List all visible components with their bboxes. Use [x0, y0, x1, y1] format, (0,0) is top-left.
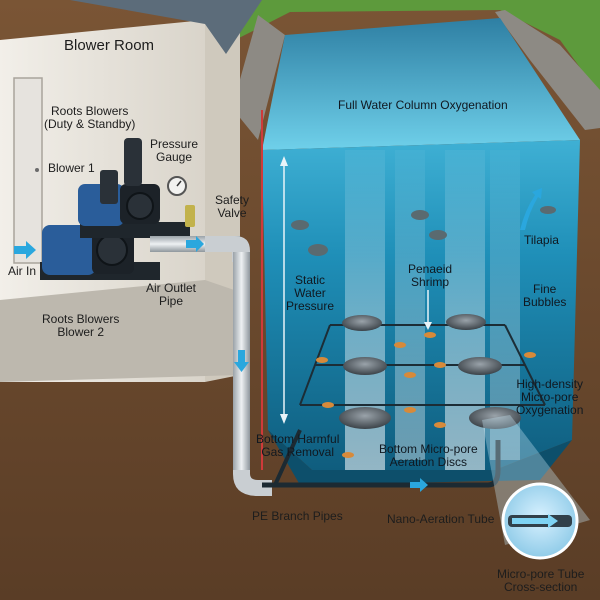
shrimp — [316, 332, 536, 458]
label-static-water-pressure: Static Water Pressure — [286, 273, 335, 313]
label-fine-bubbles: Fine Bubbles — [523, 282, 567, 309]
label-micro-pore-tube-cross-section: Micro-pore Tube Cross-section — [497, 567, 585, 594]
aeration-discs — [339, 314, 521, 429]
label-blower-room: Blower Room — [64, 37, 155, 54]
grass-top — [225, 0, 600, 95]
label-pressure-gauge: Pressure Gauge — [150, 137, 199, 164]
label-air-outlet-pipe: Air Outlet Pipe — [146, 281, 197, 308]
label-bottom-micro-pore-aeration-discs: Bottom Micro-pore Aeration Discs — [379, 442, 478, 469]
flow-arrows — [14, 188, 542, 492]
roots-blower-1 — [78, 138, 190, 238]
pond-rim-right — [495, 10, 600, 130]
blower-room-door — [13, 77, 43, 264]
label-safety-valve: Safety Valve — [215, 193, 250, 220]
label-bottom-harmful-gas-removal: Bottom Harmful Gas Removal — [256, 432, 340, 459]
pe-branch-pipe — [262, 440, 501, 488]
pipe-bottom-elbow — [233, 470, 272, 496]
static-pressure-arrowhead-top — [280, 156, 288, 166]
door-handle — [35, 168, 39, 172]
label-blower-1: Blower 1 — [48, 161, 95, 175]
blower-room-roof — [70, 0, 262, 54]
label-pe-branch-pipes: PE Branch Pipes — [252, 509, 343, 523]
tilapia-fish — [291, 206, 556, 256]
tube-flow-arrow — [512, 514, 558, 528]
safety-valve-icon — [185, 205, 195, 227]
label-full-water-column-oxygenation: Full Water Column Oxygenation — [338, 98, 508, 112]
pressure-gauge-needle — [176, 180, 182, 187]
label-roots-blowers-duty-standby: Roots Blowers (Duty & Standby) — [44, 104, 136, 131]
label-nano-aeration-tube: Nano-Aeration Tube — [387, 512, 495, 526]
label-roots-blowers-blower-2: Roots Blowers Blower 2 — [42, 312, 120, 339]
shrimp-pointer-head — [424, 322, 432, 330]
label-high-density-micro-pore-oxygenation: High-density Micro-pore Oxygenation — [516, 377, 584, 417]
label-air-in: Air In — [8, 264, 37, 278]
bottom-feed-pipe — [273, 429, 302, 486]
static-pressure-arrowhead-bottom — [280, 414, 288, 424]
blower-room-floor — [0, 280, 240, 382]
pond-water-surface — [262, 18, 580, 150]
pond-rim-left — [232, 15, 285, 140]
label-penaeid-shrimp: Penaeid Shrimp — [408, 262, 453, 289]
label-tilapia: Tilapia — [524, 233, 559, 247]
